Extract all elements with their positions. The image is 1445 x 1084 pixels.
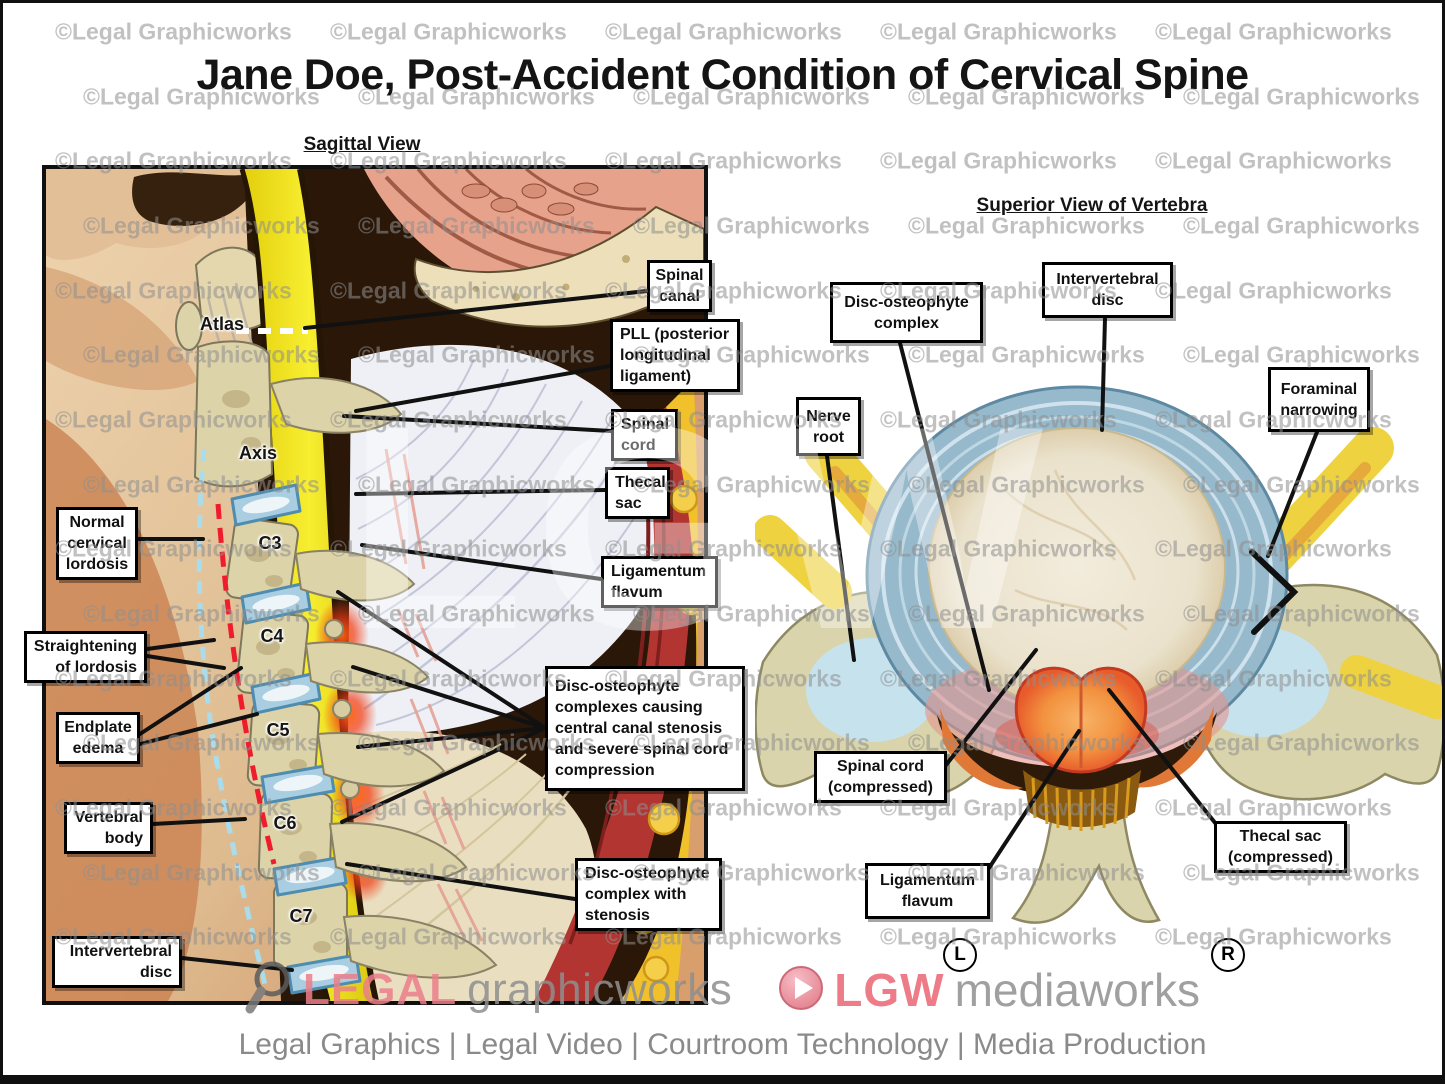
brand-mediaworks: mediaworks	[954, 964, 1201, 1016]
axis-bone	[193, 340, 274, 488]
bottom-bar	[0, 1075, 1445, 1084]
level-label-axis: Axis	[238, 443, 278, 463]
level-label-c4: C4	[260, 626, 284, 646]
callout-spinal-cord-compressed: Spinal cord(compressed)	[814, 751, 947, 803]
watermark-text: ©Legal Graphicworks	[1155, 18, 1392, 45]
footer-tagline: Legal Graphics | Legal Video | Courtroom…	[238, 1028, 1207, 1061]
sagittal-view-heading: Sagittal View	[303, 134, 421, 155]
footer-logos: LEGAL graphicworks LGW mediaworks	[0, 961, 1445, 1019]
level-label-c7: C7	[289, 906, 313, 926]
mouth-shadow	[132, 172, 254, 226]
atlas-bone	[175, 301, 203, 351]
side-marker-r: R	[1211, 938, 1245, 972]
level-label-atlas: Atlas	[199, 314, 244, 334]
play-icon	[778, 965, 824, 1016]
watermark-text: ©Legal Graphicworks	[1155, 147, 1392, 174]
level-label-c6: C6	[273, 813, 297, 833]
nucleus	[928, 427, 1226, 709]
watermark-text: ©Legal Graphicworks	[880, 147, 1117, 174]
posterior-skin	[676, 319, 704, 1001]
disc-nuclei	[242, 496, 349, 982]
bone-texture	[222, 390, 331, 953]
magnifier-icon	[245, 959, 293, 1022]
brand-graphicworks: graphicworks	[467, 965, 733, 1014]
page-title: Jane Doe, Post-Accident Condition of Cer…	[196, 50, 1249, 99]
level-label-c5: C5	[266, 720, 290, 740]
watermark-text: ©Legal Graphicworks	[55, 18, 292, 45]
level-label-c3: C3	[258, 533, 282, 553]
side-marker-l: L	[943, 938, 977, 972]
brand-lgw: LGW	[834, 964, 945, 1016]
brand-legal: LEGAL	[302, 965, 458, 1014]
watermark-text: ©Legal Graphicworks	[605, 18, 842, 45]
watermark-text: ©Legal Graphicworks	[330, 18, 567, 45]
watermark-text: ©Legal Graphicworks	[880, 18, 1117, 45]
callout-thecal-sac-compressed: Thecal sac(compressed)	[1214, 821, 1347, 873]
superior-view-heading: Superior View of Vertebra	[976, 195, 1208, 216]
